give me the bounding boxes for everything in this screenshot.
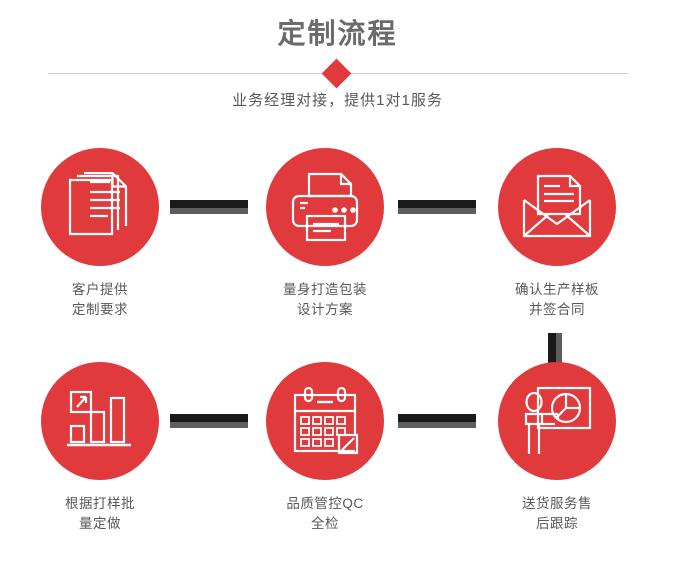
flow-step-5[interactable]: 品质管控QC 全检 [240, 362, 410, 534]
presenter-piechart-icon [524, 386, 592, 454]
flow-step-label-4: 根据打样批 量定做 [65, 496, 135, 531]
page-subtitle: 业务经理对接，提供1对1服务 [232, 92, 443, 109]
connector-shadow [170, 208, 248, 214]
connector-2 [398, 200, 476, 214]
connector-shadow [398, 422, 476, 428]
documents-stack-icon [68, 172, 128, 236]
envelope-document-icon [522, 174, 592, 238]
step-icon-circle-1 [41, 148, 159, 266]
connector-bar [548, 333, 556, 370]
connector-shadow [556, 333, 562, 370]
flow-step-label-5: 品质管控QC 全检 [286, 496, 364, 531]
calendar-check-icon [293, 387, 359, 455]
flow-row-1: 客户提供 定制要求 [0, 148, 675, 348]
flow-step-2[interactable]: 量身打造包装 设计方案 [240, 148, 410, 320]
flow-step-6[interactable]: 送货服务售 后跟踪 [472, 362, 642, 534]
connector-bar [398, 200, 476, 208]
connector-bar [170, 200, 248, 208]
flow-step-3[interactable]: 确认生产样板 并签合同 [472, 148, 642, 320]
diamond-icon [321, 58, 352, 89]
flow-step-4[interactable]: 根据打样批 量定做 [15, 362, 185, 534]
flow-step-label-2: 量身打造包装 设计方案 [283, 282, 367, 317]
connector-shadow [398, 208, 476, 214]
connector-bar [398, 414, 476, 422]
connector-1 [170, 200, 248, 214]
step-icon-circle-3 [498, 148, 616, 266]
connector-shadow [170, 422, 248, 428]
flow-step-label-3: 确认生产样板 并签合同 [515, 282, 599, 317]
step-icon-circle-6 [498, 362, 616, 480]
connector-bar [170, 414, 248, 422]
step-icon-circle-5 [266, 362, 384, 480]
flow-step-label-6: 送货服务售 后跟踪 [522, 496, 592, 531]
page-title: 定制流程 [277, 18, 398, 49]
step-icon-circle-2 [266, 148, 384, 266]
bar-chart-growth-icon [67, 390, 131, 447]
title-divider [0, 58, 675, 89]
page-header: 定制流程 业务经理对接，提供1对1服务 [0, 0, 675, 130]
process-flow: 客户提供 定制要求 [0, 140, 675, 550]
connector-5 [398, 414, 476, 428]
flow-step-1[interactable]: 客户提供 定制要求 [15, 148, 185, 320]
flow-step-label-1: 客户提供 定制要求 [72, 282, 128, 317]
flow-row-2: 根据打样批 量定做 [0, 362, 675, 562]
step-icon-circle-4 [41, 362, 159, 480]
connector-4 [170, 414, 248, 428]
printer-icon [291, 172, 359, 242]
connector-3 [548, 333, 562, 370]
